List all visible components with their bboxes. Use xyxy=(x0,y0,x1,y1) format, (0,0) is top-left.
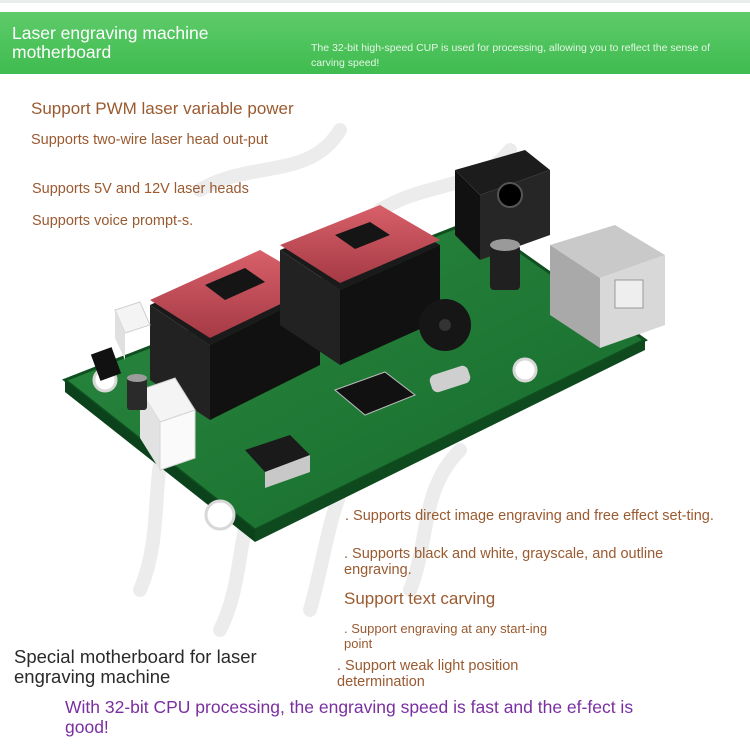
feature-weak-light: . Support weak light position determinat… xyxy=(337,658,519,690)
jumper xyxy=(90,347,122,381)
banner-subtitle: The 32-bit high-speed CUP is used for pr… xyxy=(311,42,711,69)
feature-two-wire: Supports two-wire laser head out-put xyxy=(31,132,268,148)
feature-pwm: Support PWM laser variable power xyxy=(31,99,294,118)
header-banner: Laser engraving machine motherboard The … xyxy=(0,12,750,74)
connector-white xyxy=(114,301,151,360)
mcu-chip xyxy=(334,371,417,416)
feature-text-carving: Support text carving xyxy=(344,589,496,608)
feature-5v-12v: Supports 5V and 12V laser heads xyxy=(32,181,249,197)
connector-white xyxy=(139,377,196,471)
top-rule xyxy=(0,0,750,3)
capacitor-small xyxy=(127,378,147,410)
stepper-driver-2 xyxy=(280,205,440,365)
bottom-tagline: With 32-bit CPU processing, the engravin… xyxy=(65,697,634,737)
feature-voice: Supports voice prompt-s. xyxy=(32,213,194,229)
dc-power-jack xyxy=(455,150,550,260)
capacitor xyxy=(490,239,520,290)
banner-title: Laser engraving machine motherboard xyxy=(12,23,209,62)
bottom-title: Special motherboard for laser engraving … xyxy=(14,646,257,687)
voltage-regulator xyxy=(245,435,310,472)
pcb-board-image xyxy=(62,150,665,542)
mount-hole xyxy=(512,357,538,383)
usb-b-port xyxy=(550,225,665,348)
crystal xyxy=(429,365,471,393)
feature-image-engraving: . Supports direct image engraving and fr… xyxy=(345,508,714,524)
feature-grayscale: . Supports black and white, grayscale, a… xyxy=(344,546,664,578)
mount-hole xyxy=(204,499,236,531)
feature-start-point: . Support engraving at any start-ing poi… xyxy=(344,621,548,651)
